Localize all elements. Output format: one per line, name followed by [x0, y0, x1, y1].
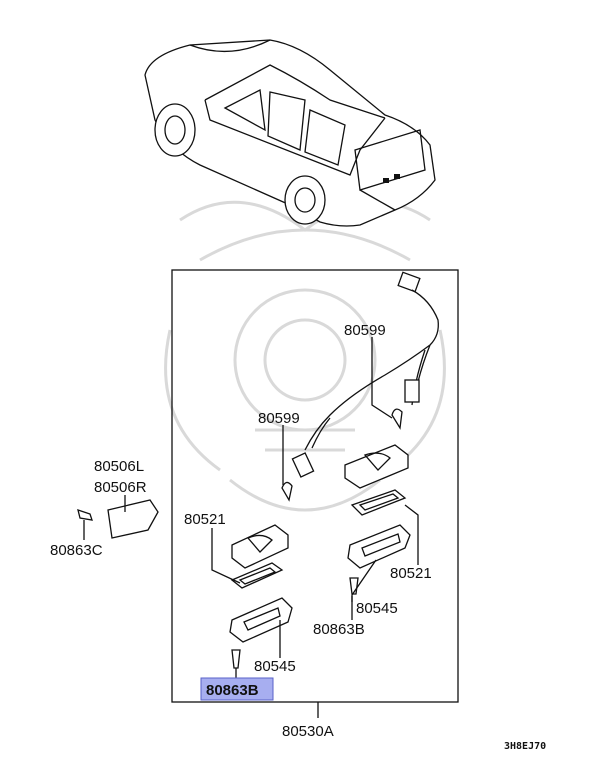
bracket-80506: [107, 499, 159, 539]
part-label-80863b-highlighted[interactable]: 80863B: [206, 682, 259, 699]
part-label-80506l[interactable]: 80506L: [94, 458, 144, 475]
part-label-80545-left[interactable]: 80545: [254, 658, 296, 675]
part-label-80506r[interactable]: 80506R: [94, 479, 147, 496]
highlight-box: [200, 677, 274, 701]
lens-right: [347, 524, 411, 569]
part-label-80863b-right[interactable]: 80863B: [313, 621, 365, 638]
gasket-left: [230, 562, 284, 589]
lamp-housing-left: [231, 524, 289, 569]
part-label-80545-right[interactable]: 80545: [356, 600, 398, 617]
vehicle-outline: [144, 39, 436, 227]
part-label-80599-upper[interactable]: 80599: [344, 322, 386, 339]
assembly-label-80530a[interactable]: 80530A: [282, 723, 334, 740]
part-label-80521-left[interactable]: 80521: [184, 511, 226, 528]
part-label-80863c[interactable]: 80863C: [50, 542, 103, 559]
lens-left: [229, 597, 293, 643]
gasket-right: [350, 489, 407, 516]
part-label-80521-right[interactable]: 80521: [390, 565, 432, 582]
bulb-icon: [281, 408, 403, 502]
lamp-housing-right: [344, 444, 409, 489]
diagram-code: 3H8EJ70: [504, 741, 546, 752]
leader-lines: [83, 337, 419, 680]
assembly-box: [171, 269, 459, 703]
wiring-harness: [291, 271, 439, 478]
part-label-80599-lower[interactable]: 80599: [258, 410, 300, 427]
